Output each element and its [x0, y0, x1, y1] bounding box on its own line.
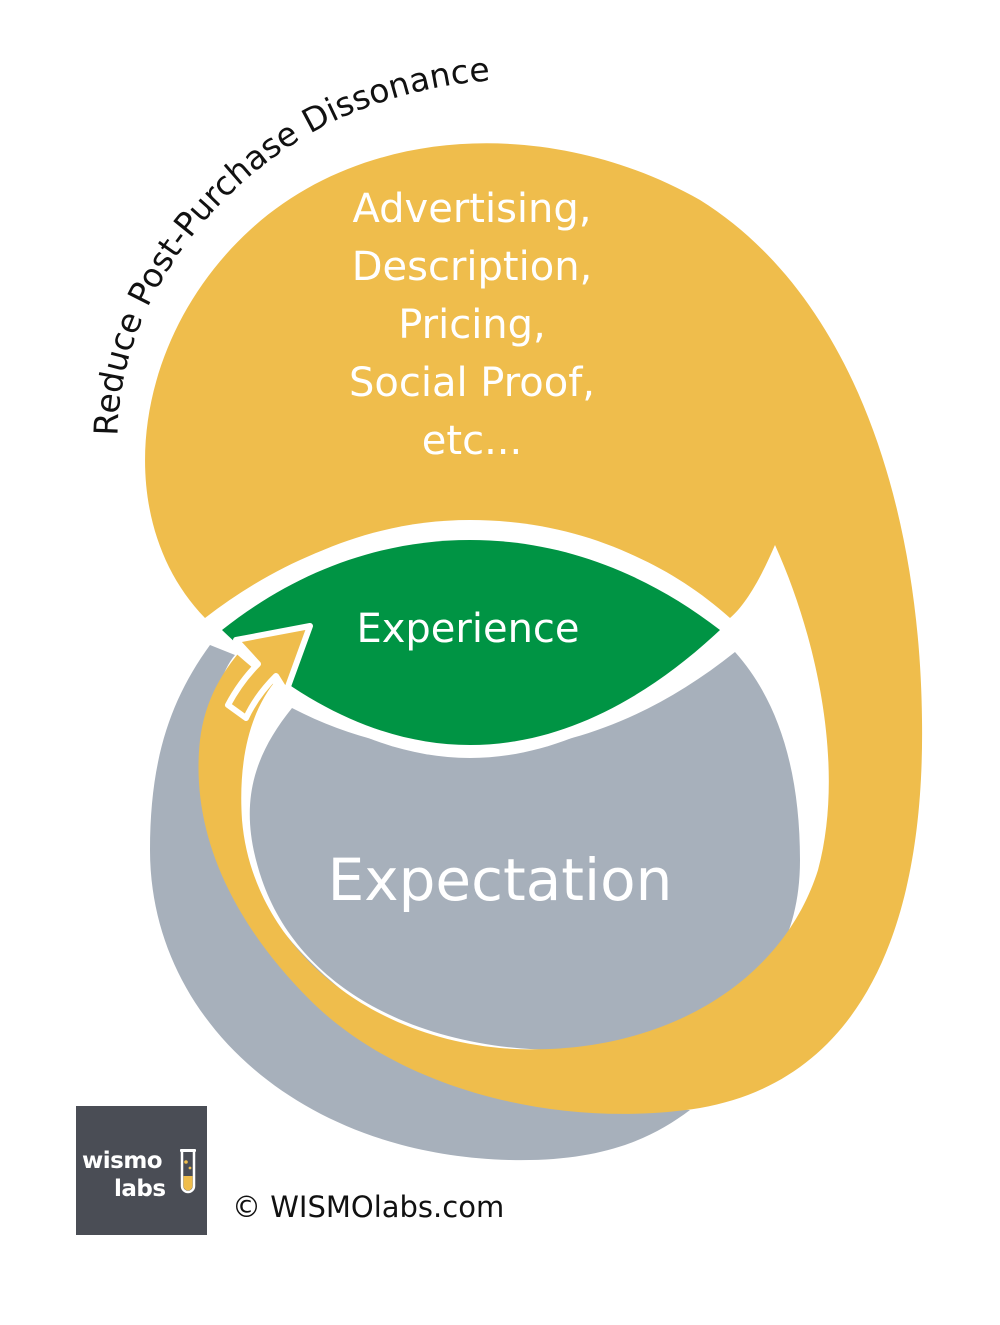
driver-line: Description, — [352, 244, 593, 290]
driver-line: Social Proof, — [349, 360, 595, 406]
loop-arrow-head — [225, 623, 313, 721]
yellow-loop-shape — [145, 143, 923, 1114]
driver-line: Pricing, — [398, 302, 546, 348]
logo-wismo-text: wismo — [82, 1148, 163, 1174]
gray-back-crescent — [150, 645, 690, 1161]
experience-label: Experience — [356, 606, 579, 652]
copyright-text: © WISMOlabs.com — [232, 1190, 505, 1224]
driver-line: Advertising, — [353, 186, 592, 232]
experience-shape — [222, 540, 720, 745]
test-tube-icon — [180, 1149, 196, 1194]
expectation-shape — [249, 652, 801, 1050]
wismo-labs-logo: wismo labs — [76, 1106, 207, 1235]
logo-labs-text: labs — [114, 1176, 166, 1202]
expectation-label: Expectation — [328, 846, 673, 914]
driver-line: etc... — [422, 418, 522, 464]
